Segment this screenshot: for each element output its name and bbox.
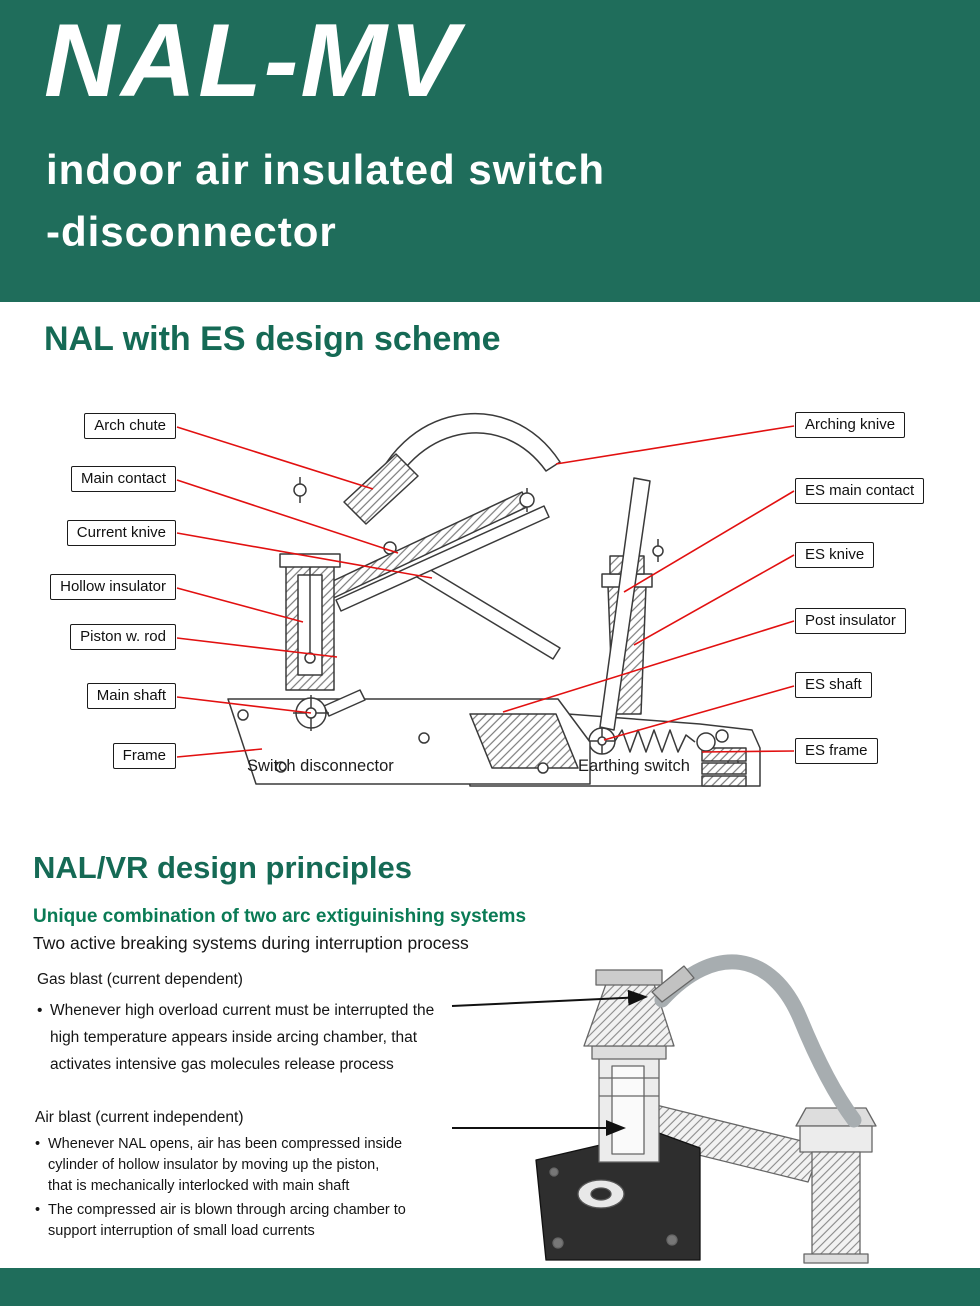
es-knife-shape <box>599 477 651 731</box>
product-subtitle-line2: -disconnector <box>46 208 337 255</box>
product-subtitle-line1: indoor air insulated switch <box>46 146 606 193</box>
principles-diagram-drawing <box>451 954 877 1264</box>
section2-intro: Two active breaking systems during inter… <box>33 933 469 953</box>
callout-arch-chute: Arch chute <box>84 413 176 439</box>
arcing-chamber-shape <box>583 969 675 1047</box>
hollow-insulator-shape <box>279 553 341 691</box>
callout-main-shaft: Main shaft <box>86 683 176 709</box>
pointer-arrows <box>451 989 648 1136</box>
callout-hollow-insulator: Hollow insulator <box>50 574 176 600</box>
air-blast-title: Air blast (current independent) <box>35 1109 244 1126</box>
footer-band <box>0 1268 980 1306</box>
current-knive-shape <box>317 488 561 660</box>
air-blast-bullets: Whenever NAL opens, air has been compres… <box>35 1134 407 1242</box>
gas-blast-bullets: Whenever high overload current must be i… <box>37 997 441 1078</box>
es-shaft-shape <box>588 727 729 755</box>
callout-post-insulator: Post insulator <box>795 608 906 634</box>
callout-frame: Frame <box>112 743 176 769</box>
arching-knive-shape <box>369 413 561 507</box>
callout-arching-knive: Arching knive <box>795 412 906 438</box>
callout-current-knive: Current knive <box>66 520 176 546</box>
section2-subheading: Unique combination of two arc extiguinis… <box>33 906 527 927</box>
operating-arm-shape <box>654 954 862 1128</box>
gas-blast-bullet: Whenever high overload current must be i… <box>37 997 441 1078</box>
product-title: NAL-MV <box>44 3 461 119</box>
main-contact-shape <box>293 453 419 555</box>
callout-es-frame: ES frame <box>795 738 878 764</box>
callout-es-main-contact: ES main contact <box>795 478 925 504</box>
callout-piston-w-rod: Piston w. rod <box>70 624 176 650</box>
section1-heading: NAL with ES design scheme <box>44 320 501 358</box>
caption-earthing-switch: Earthing switch <box>578 757 690 775</box>
cylinder-shape <box>591 1045 667 1163</box>
caption-switch-disconnector: Switch disconnector <box>247 757 394 775</box>
air-blast-bullet: The compressed air is blown through arci… <box>35 1200 407 1242</box>
air-blast-bullet: Whenever NAL opens, air has been compres… <box>35 1134 407 1197</box>
gas-blast-title: Gas blast (current dependent) <box>37 971 243 988</box>
right-base-shape <box>795 1107 877 1264</box>
nozzle-shape <box>651 965 695 1003</box>
callout-es-knive: ES knive <box>795 542 875 568</box>
leader-lines <box>176 425 795 758</box>
callout-main-contact: Main contact <box>70 466 176 492</box>
section2-heading: NAL/VR design principles <box>33 850 412 885</box>
header-band: NAL-MV indoor air insulated switch -disc… <box>0 0 980 302</box>
main-diagram-drawing <box>176 413 795 787</box>
base-plate-shape <box>535 1131 701 1261</box>
callout-es-shaft: ES shaft <box>795 672 872 698</box>
